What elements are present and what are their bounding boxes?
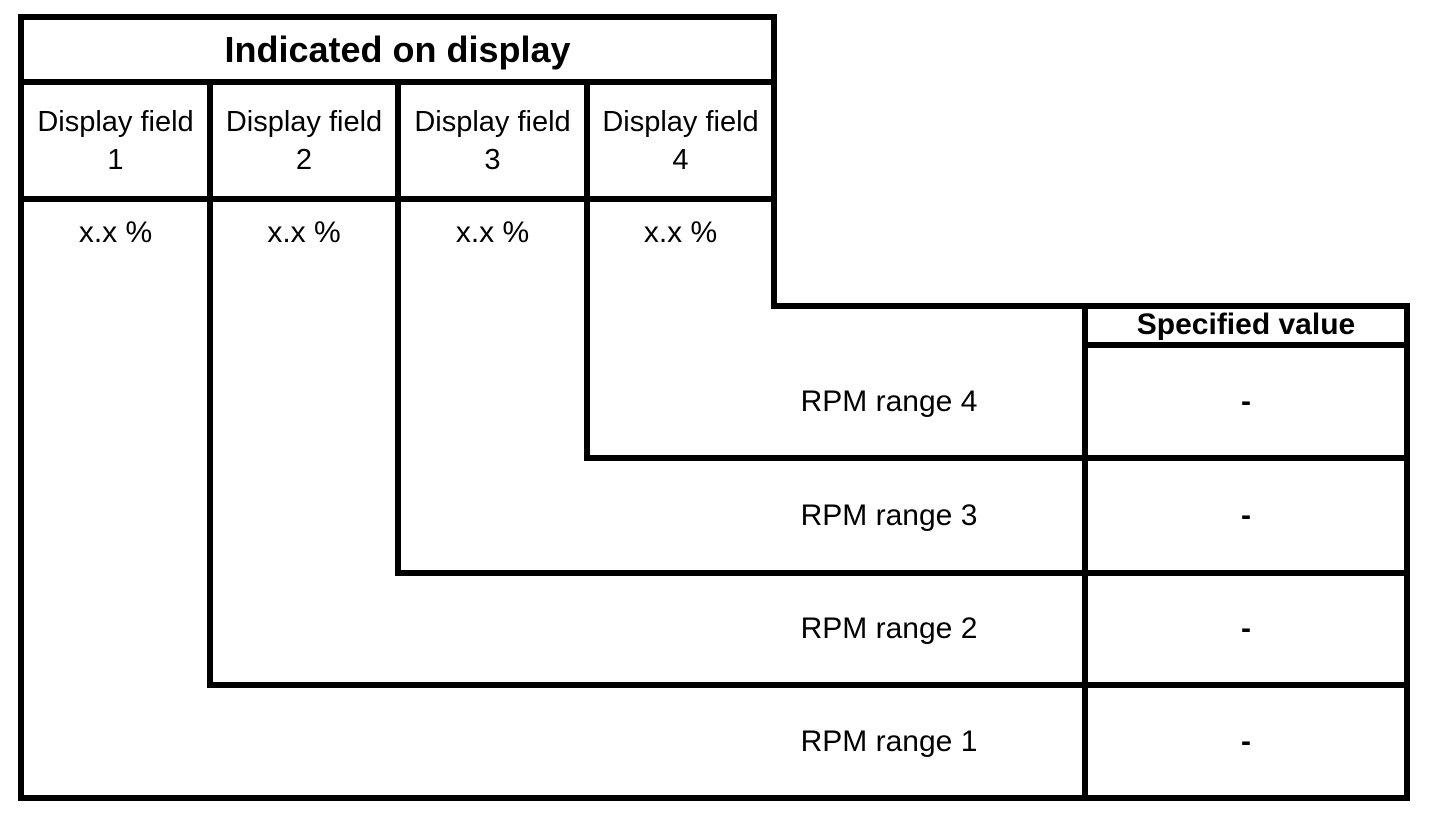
display-field-2-value: x.x % — [267, 216, 341, 249]
display-table-right-border-line — [771, 14, 777, 309]
display-field-2-header: Display field 2 — [213, 85, 395, 196]
rpm-range-2-label: RPM range 2 — [800, 612, 978, 645]
specified-value-rpm-range-1: - — [1241, 724, 1251, 758]
display-field-1-label: Display field — [37, 105, 194, 138]
column-2-3-divider-line — [395, 79, 401, 576]
display-field-4-header: Display field 4 — [590, 85, 771, 196]
display-field-3-label: Display field — [414, 105, 571, 138]
specified-value-rpm-range-3: - — [1241, 498, 1251, 532]
display-field-3-number: 3 — [484, 143, 501, 176]
specified-header-divider-line — [1082, 342, 1410, 348]
display-field-1-number: 1 — [107, 143, 124, 176]
specified-value-rpm-range-4: - — [1241, 384, 1251, 418]
display-field-2-number: 2 — [295, 143, 313, 176]
rpm-row-1-top-line — [207, 682, 1410, 688]
rpm-row-4-top-line — [771, 303, 1410, 309]
display-field-3-header: Display field 3 — [401, 85, 584, 196]
display-field-4-value: x.x % — [643, 216, 718, 249]
column-1-2-divider-line — [207, 79, 213, 688]
specified-value-rpm-range-2: - — [1241, 612, 1251, 645]
top-border-line — [18, 14, 777, 20]
rpm-range-1-label: RPM range 1 — [800, 724, 978, 758]
display-field-4-label: Display field — [602, 105, 759, 138]
display-field-3-value: x.x % — [455, 216, 530, 249]
rpm-range-3-label: RPM range 3 — [800, 498, 978, 532]
display-field-2-label: Display field — [225, 105, 383, 138]
column-3-4-divider-line — [584, 79, 590, 461]
display-field-4-number: 4 — [672, 143, 689, 176]
rpm-range-4-label: RPM range 4 — [800, 384, 978, 418]
display-table-title: Indicated on display — [224, 28, 571, 70]
bottom-border-line — [18, 795, 1410, 801]
specified-column-left-border-line — [1082, 303, 1088, 801]
left-border-line — [18, 14, 24, 801]
specified-value-header: Specified value — [1136, 307, 1356, 341]
display-field-1-value: x.x % — [78, 216, 153, 249]
rpm-row-3-top-line — [584, 455, 1410, 461]
display-field-1-header: Display field 1 — [24, 85, 207, 196]
specified-column-right-border-line — [1404, 303, 1410, 801]
rpm-row-2-top-line — [395, 570, 1410, 576]
